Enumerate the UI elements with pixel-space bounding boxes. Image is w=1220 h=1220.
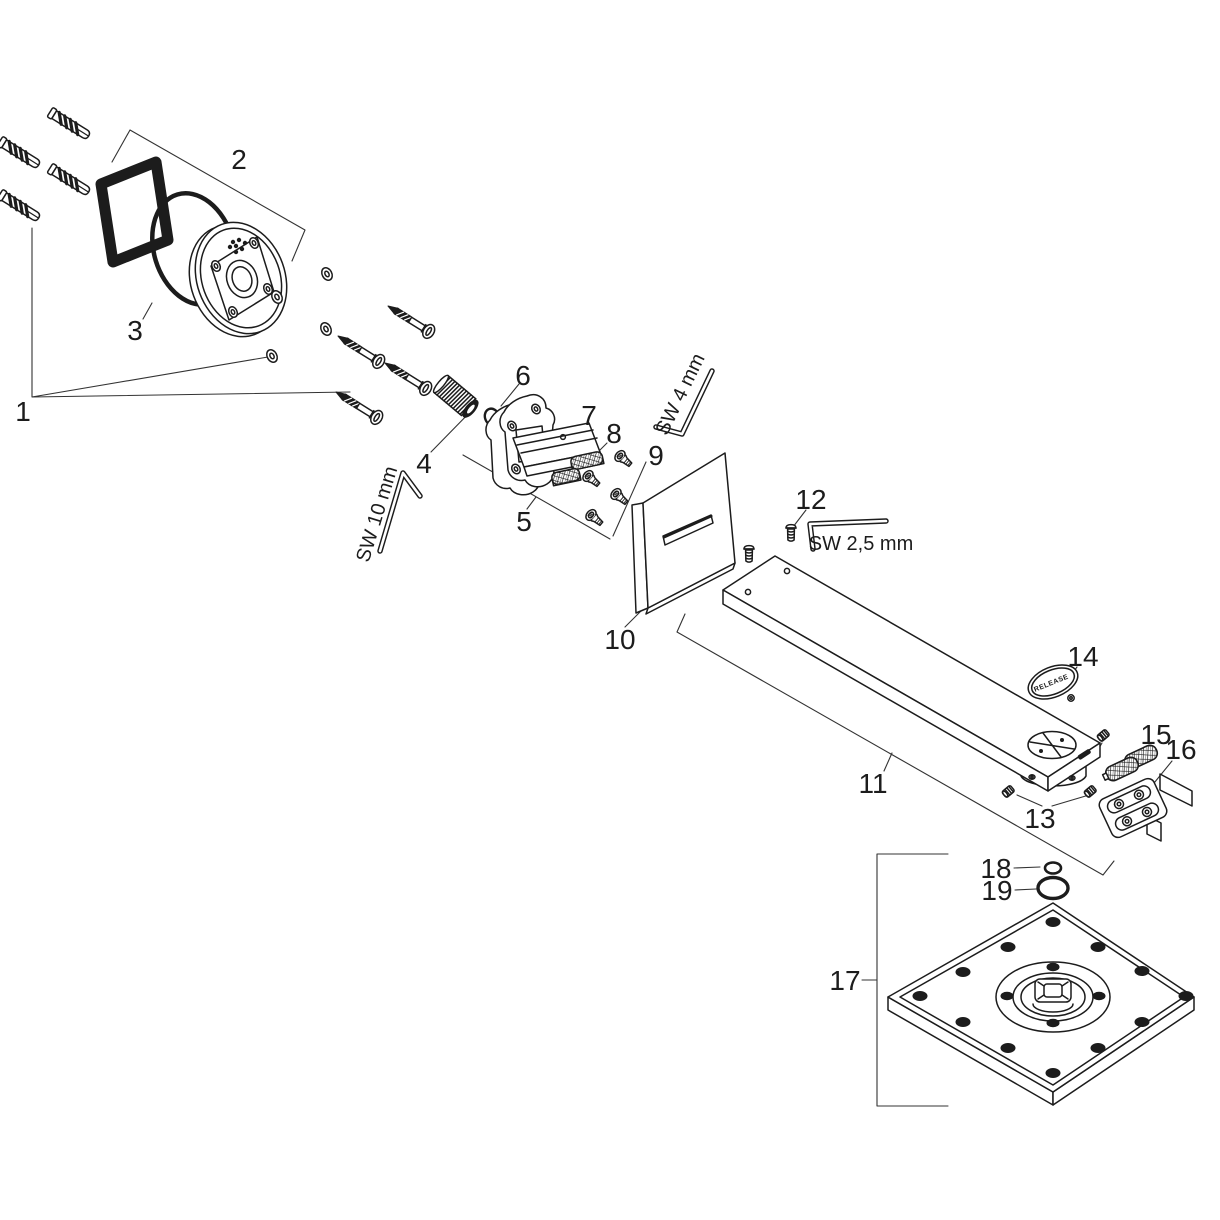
wall-anchor-set bbox=[0, 105, 94, 225]
screw-icon bbox=[743, 544, 755, 563]
tool-label-sw25: SW 2,5 mm bbox=[809, 533, 913, 555]
callout-5: 5 bbox=[516, 506, 532, 537]
callout-labels: 1 2 3 4 5 6 7 8 9 10 11 12 13 14 15 16 1… bbox=[15, 144, 1196, 996]
square-gasket bbox=[95, 156, 174, 268]
screw-icon bbox=[333, 328, 388, 372]
bracket-holes bbox=[506, 403, 542, 475]
threaded-connector bbox=[432, 374, 479, 418]
callout-11: 11 bbox=[858, 768, 887, 799]
nozzle-dots bbox=[912, 917, 1194, 1078]
screw-icon bbox=[380, 355, 435, 399]
callout-4: 4 bbox=[416, 448, 432, 479]
washer-icon bbox=[263, 347, 281, 365]
wall-anchor-icon bbox=[0, 134, 44, 172]
callout-13: 13 bbox=[1024, 803, 1055, 834]
washer-icon bbox=[317, 320, 335, 338]
callout-15: 15 bbox=[1140, 719, 1171, 750]
o-ring-19 bbox=[1036, 875, 1070, 901]
screw-icon bbox=[583, 506, 606, 530]
arm-pivot-boss bbox=[1027, 730, 1077, 760]
wall-anchor-icon bbox=[45, 161, 94, 199]
hex-key-sw10 bbox=[377, 470, 423, 554]
wall-mounting-plate bbox=[188, 221, 288, 338]
retainer-holder bbox=[1098, 773, 1193, 842]
callout-18: 18 bbox=[980, 853, 1011, 884]
callout-16: 16 bbox=[1165, 734, 1196, 765]
tool-label-sw10: SW 10 mm bbox=[352, 464, 402, 565]
grub-screw-icon bbox=[1000, 784, 1016, 799]
set-screw-pair bbox=[743, 523, 797, 563]
callout-17: 17 bbox=[829, 965, 860, 996]
wall-escutcheon bbox=[631, 452, 736, 615]
callout-3: 3 bbox=[127, 315, 143, 346]
wall-bracket-assembly bbox=[485, 394, 605, 496]
grub-screw-icon bbox=[1095, 728, 1111, 743]
callout-8: 8 bbox=[606, 418, 622, 449]
o-ring-18 bbox=[1043, 861, 1063, 875]
callout-7: 7 bbox=[581, 400, 597, 431]
flange-holes bbox=[1028, 774, 1076, 781]
center-hub bbox=[995, 961, 1111, 1033]
screw-icon bbox=[785, 523, 797, 542]
wall-anchor-icon bbox=[0, 187, 44, 225]
release-cap: RELEASE bbox=[1027, 664, 1079, 702]
spray-dots bbox=[227, 237, 248, 255]
screw-icon bbox=[383, 298, 438, 342]
mounting-screw-set bbox=[331, 298, 438, 428]
callout-2: 2 bbox=[231, 144, 247, 175]
callout-19: 19 bbox=[981, 875, 1012, 906]
hex-key-sw4 bbox=[653, 368, 715, 437]
callout-9: 9 bbox=[648, 440, 664, 471]
leader-lines bbox=[31, 129, 1173, 1107]
wall-anchor-icon bbox=[45, 105, 94, 143]
screw-icon bbox=[580, 467, 603, 491]
arm-end-slot bbox=[1077, 749, 1091, 760]
overhead-shower-plate bbox=[887, 902, 1195, 1106]
washer-icon bbox=[318, 265, 336, 283]
screw-icon bbox=[612, 447, 635, 471]
slider-nuts bbox=[551, 451, 605, 487]
shower-arm bbox=[722, 555, 1101, 792]
seal-pads bbox=[1101, 744, 1159, 782]
callout-6: 6 bbox=[515, 360, 531, 391]
mounting-plate-set bbox=[95, 156, 288, 338]
callout-12: 12 bbox=[795, 484, 826, 515]
callout-14: 14 bbox=[1067, 641, 1098, 672]
hex-key-sw25 bbox=[807, 518, 889, 552]
callout-1: 1 bbox=[15, 396, 31, 427]
callout-10: 10 bbox=[604, 624, 635, 655]
